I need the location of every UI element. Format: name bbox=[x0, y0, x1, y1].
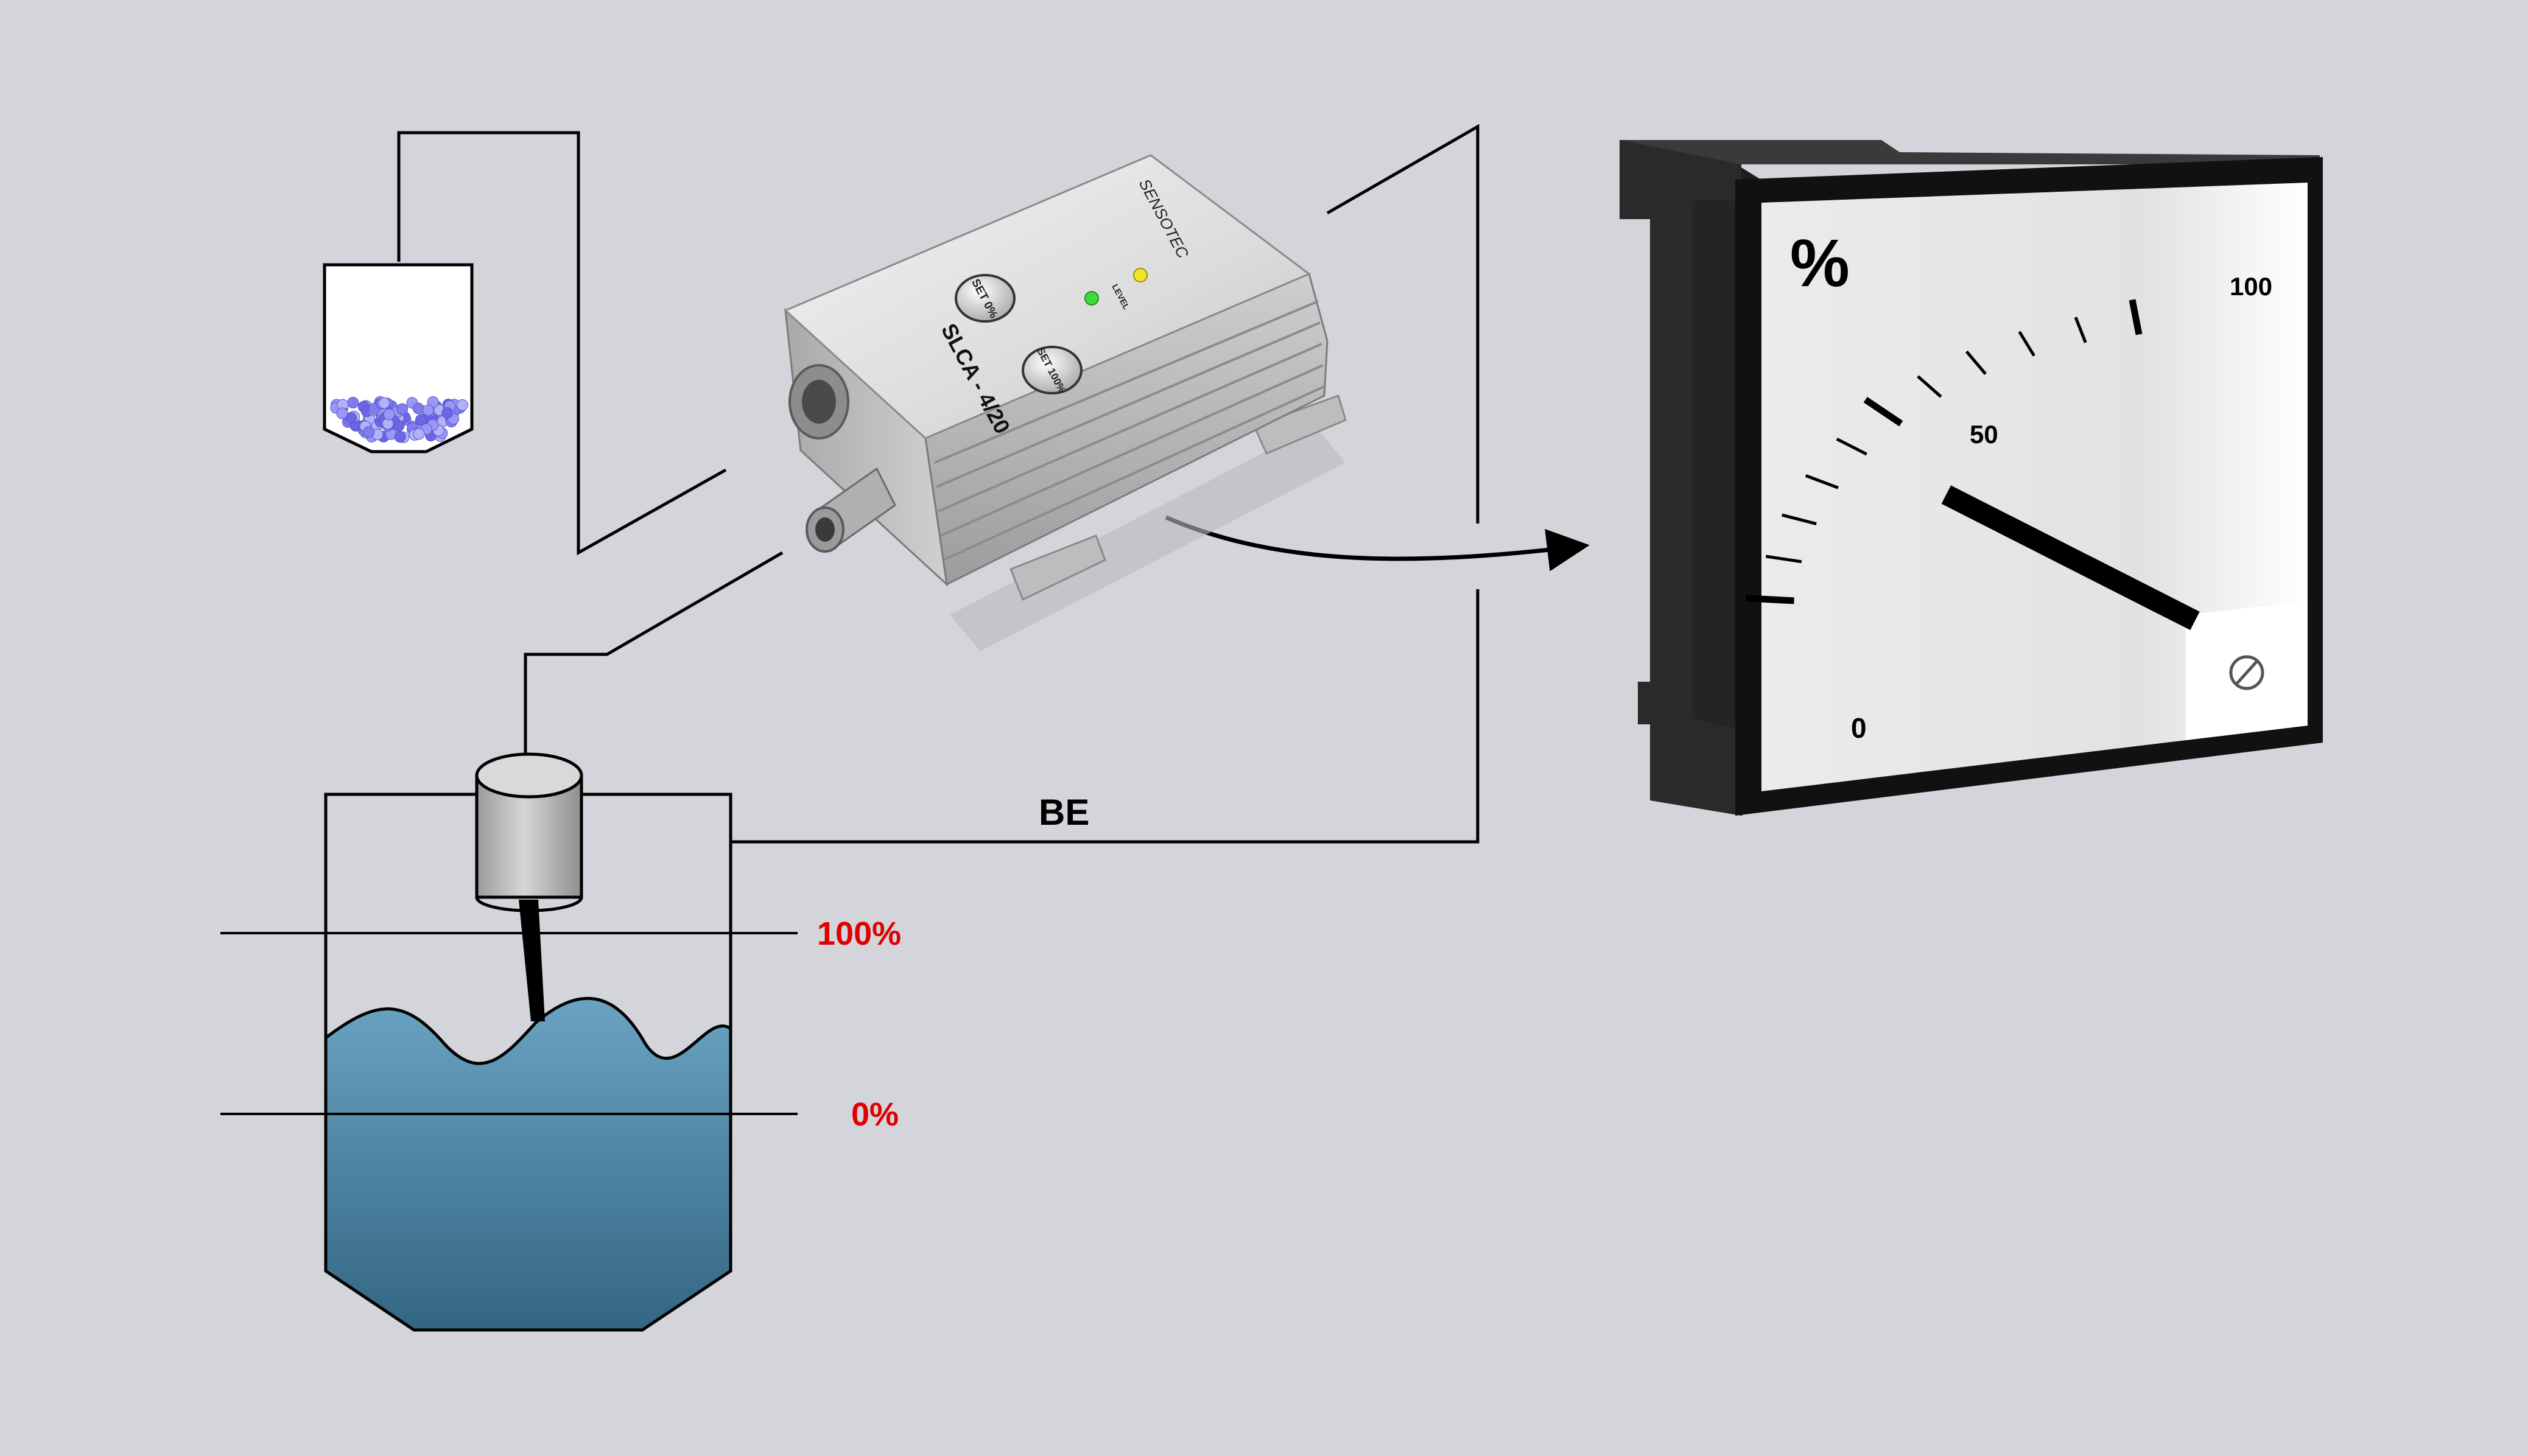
housing-ribs bbox=[934, 300, 1325, 561]
probe-cable bbox=[524, 551, 784, 755]
meter-tick bbox=[2074, 317, 2087, 343]
hopper-granules bbox=[330, 396, 468, 443]
housing-top bbox=[784, 154, 1311, 439]
connector-m12-upper bbox=[788, 364, 849, 439]
granule bbox=[415, 414, 427, 426]
zero-adjust-screw[interactable] bbox=[2229, 655, 2264, 690]
level-sensor-probe bbox=[475, 752, 583, 912]
granule bbox=[441, 407, 454, 419]
tank-output-cable bbox=[731, 589, 1480, 844]
meter-tick bbox=[1765, 555, 1802, 564]
meter-body-top bbox=[1620, 140, 2320, 164]
connector-m12-lower bbox=[806, 467, 896, 553]
led-yellow bbox=[1133, 268, 1148, 282]
led-green bbox=[1084, 291, 1099, 306]
granule bbox=[378, 397, 390, 409]
meter-needle bbox=[1941, 485, 2200, 631]
granule bbox=[363, 426, 375, 438]
device-output-cable bbox=[1326, 124, 1480, 523]
level-label-100: 100% bbox=[817, 915, 901, 952]
meter-tick bbox=[2018, 331, 2035, 357]
meter-scale bbox=[1745, 299, 2143, 604]
granule bbox=[383, 408, 395, 421]
hopper-sensor-cable bbox=[397, 131, 727, 556]
tank-group: 100% 0% BE bbox=[220, 551, 1480, 1332]
granule bbox=[336, 407, 348, 419]
granule bbox=[396, 403, 409, 415]
connection-label-be: BE bbox=[1039, 792, 1089, 833]
meter-tick-label-100: 100 bbox=[2230, 272, 2272, 301]
granule bbox=[456, 399, 468, 411]
meter-unit-label: % bbox=[1790, 226, 1850, 301]
granule bbox=[413, 428, 425, 440]
hopper-group bbox=[323, 131, 727, 556]
meter-tick bbox=[2129, 299, 2143, 335]
granule bbox=[347, 397, 359, 408]
meter-tick bbox=[1863, 397, 1903, 427]
signal-arrow bbox=[1165, 515, 1590, 572]
mounting-foot-left bbox=[1009, 534, 1106, 601]
granule bbox=[412, 402, 424, 415]
mounting-foot-right bbox=[1252, 394, 1347, 455]
meter-tick bbox=[1745, 595, 1794, 604]
meter-tick bbox=[1917, 375, 1942, 398]
set-full-button[interactable]: SET 100% bbox=[1022, 346, 1083, 395]
level-label-0: 0% bbox=[851, 1096, 899, 1133]
tank-outline bbox=[324, 793, 732, 1332]
meter-tick bbox=[1965, 350, 1987, 376]
granule bbox=[422, 404, 434, 416]
tank-liquid bbox=[326, 998, 731, 1330]
meter-tick-label-50: 50 bbox=[1970, 420, 1998, 449]
liquid-surface-line bbox=[325, 996, 732, 1065]
meter-tick bbox=[1782, 513, 1817, 526]
set-zero-button[interactable]: SET 0% bbox=[955, 274, 1016, 323]
panel-meter: % 0 50 100 bbox=[1620, 140, 2323, 816]
meter-tick-label-0: 0 bbox=[1851, 712, 1867, 744]
meter-dial bbox=[1761, 183, 2308, 791]
slca-device: SET 0% SET 100% LEVEL SLCA - 4/20 SENSOT… bbox=[784, 154, 1347, 651]
sensor-beam bbox=[519, 900, 545, 1021]
granule bbox=[394, 431, 406, 443]
meter-tick bbox=[1805, 474, 1839, 489]
meter-tick bbox=[1836, 437, 1867, 456]
